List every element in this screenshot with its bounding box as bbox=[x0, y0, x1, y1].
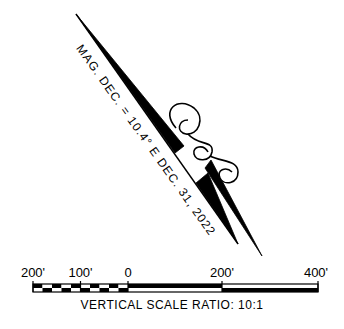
scale-segment bbox=[109, 288, 119, 292]
scale-segment bbox=[52, 288, 62, 292]
ribbon-curl bbox=[210, 156, 238, 183]
scale-segment bbox=[62, 284, 72, 288]
scale-segment bbox=[71, 288, 81, 292]
scale-segment bbox=[52, 284, 62, 288]
ribbon-curl bbox=[188, 134, 212, 160]
scale-segment bbox=[222, 284, 318, 288]
scale-segment bbox=[81, 288, 91, 292]
scale-segment bbox=[90, 288, 100, 292]
ribbon-curls bbox=[170, 104, 238, 183]
scale-segment bbox=[119, 284, 129, 288]
scale-segment bbox=[43, 284, 53, 288]
scale-segment bbox=[128, 284, 222, 288]
scale-segment bbox=[33, 284, 43, 288]
scale-segment bbox=[109, 284, 119, 288]
scale-number: 200' bbox=[210, 266, 234, 279]
scale-segment bbox=[100, 284, 110, 288]
scale-tick bbox=[80, 281, 81, 292]
scale-segment bbox=[62, 288, 72, 292]
ribbon-curl bbox=[170, 104, 200, 135]
scale-tick bbox=[127, 281, 128, 292]
scale-bar bbox=[33, 281, 318, 292]
scale-number: 100' bbox=[68, 266, 92, 279]
scale-number: 400' bbox=[304, 266, 328, 279]
scale-segment bbox=[128, 288, 222, 292]
north-needle bbox=[76, 14, 184, 153]
scale-segment bbox=[119, 288, 129, 292]
scale-tick bbox=[32, 281, 33, 292]
scale-outline bbox=[33, 284, 318, 292]
scale-segment bbox=[222, 288, 318, 292]
scale-tick bbox=[317, 281, 318, 292]
scale-segment bbox=[71, 284, 81, 288]
scale-tick bbox=[221, 281, 222, 292]
scale-segment bbox=[90, 284, 100, 288]
scale-segment bbox=[43, 288, 53, 292]
scale-number: 0 bbox=[124, 266, 131, 279]
scale-number: 200' bbox=[21, 266, 45, 279]
scale-segment bbox=[100, 288, 110, 292]
scale-segment bbox=[81, 284, 91, 288]
scale-segment bbox=[33, 288, 43, 292]
true-north-line bbox=[76, 14, 238, 244]
scale-ratio-note: VERTICAL SCALE RATIO: 10:1 bbox=[81, 299, 264, 311]
declination-arrow bbox=[76, 14, 262, 256]
